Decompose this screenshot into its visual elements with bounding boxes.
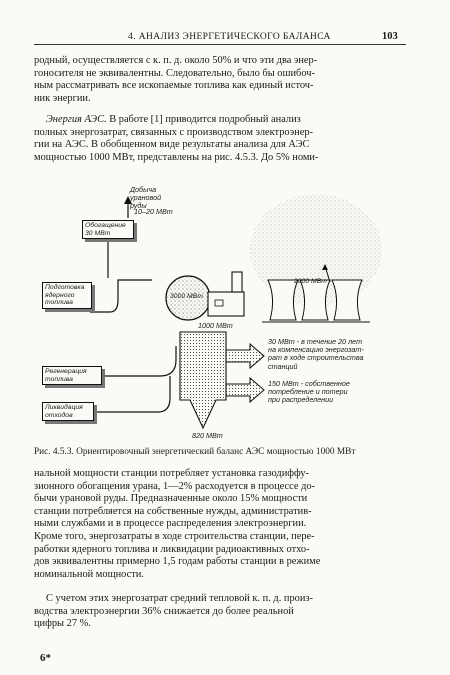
last-paragraph: С учетом этих энергозатрат средний тепло… xyxy=(34,593,406,631)
cooling-value: 2000 МВт xyxy=(294,278,327,285)
label-line: рат в ходе строительства xyxy=(268,353,364,363)
text-line: ным рассматривать все ископаемые топлива… xyxy=(34,80,314,92)
cooling-tower-2 xyxy=(299,279,331,321)
text-line: дов эквивалентны примерно 1,5 годам рабо… xyxy=(34,556,321,568)
text-line: номинальной мощности. xyxy=(34,568,144,580)
box-line: ядерного xyxy=(45,291,75,299)
box-line: Ликвидация xyxy=(45,404,83,411)
steam-cloud xyxy=(250,194,382,306)
bottom-paragraph: нальной мощности станции потребляет уста… xyxy=(34,468,406,581)
label-line: при распределении xyxy=(268,395,334,405)
figure-caption: Рис. 4.5.3. Ориентировочный энергетическ… xyxy=(34,447,356,457)
text-line: цифры 27 %. xyxy=(34,618,91,630)
text-line: Энергия АЭС. В работе [1] приводится под… xyxy=(34,114,406,127)
label-line: руды xyxy=(130,201,147,211)
text-run: В работе [1] приводится подробный анализ xyxy=(109,114,301,125)
box-line: топлива xyxy=(45,375,73,383)
reprocessing-box: Регенерация топлива xyxy=(42,366,102,386)
label-line: 150 МВт - собственное xyxy=(268,379,350,388)
header-rule xyxy=(34,44,406,45)
construction-flow-label: 30 МВт - в течение 20 лет на компенсацию… xyxy=(268,337,364,371)
text-line: ными службами и в процессе распределения… xyxy=(34,518,307,530)
box-line: Обогащение xyxy=(85,222,126,229)
text-line: Кроме того, энергозатраты в ходе строите… xyxy=(34,530,315,542)
text-line: мощностью 1000 МВт, представлены на рис.… xyxy=(34,151,319,163)
label-line: станций xyxy=(268,361,298,371)
mining-flow-value: 10–20 МВт xyxy=(134,207,173,216)
side-output-arrow-1 xyxy=(225,342,265,370)
fuel-prep-box: Подготовка ядерного топлива xyxy=(42,282,92,309)
text-line: станции потребляется на собственные нужд… xyxy=(34,505,312,517)
side-output-arrow-2 xyxy=(225,376,265,404)
page-number: 103 xyxy=(382,31,398,42)
paragraph-lead: Энергия АЭС. xyxy=(46,114,107,125)
aes-paragraph: Энергия АЭС. В работе [1] приводится под… xyxy=(34,114,406,164)
box-line: топлива xyxy=(45,299,73,307)
label-line: урановой xyxy=(130,193,162,203)
mining-label: Добыча урановой руды xyxy=(130,185,162,211)
box-line: Регенерация xyxy=(45,368,87,375)
own-use-flow-label: 150 МВт - собственное потребление и поте… xyxy=(268,379,350,405)
text-line: зионного обогащения урана, 1—2% расходуе… xyxy=(34,480,316,492)
signature-mark: 6* xyxy=(40,652,51,664)
turbine-hall xyxy=(207,291,245,317)
text-line: С учетом этих энергозатрат средний тепло… xyxy=(46,593,313,604)
box-line: отходов xyxy=(45,411,73,419)
fuel-supply-pipe xyxy=(90,279,152,313)
label-line: на компенсацию энергозат- xyxy=(268,345,364,355)
text-line: водства электроэнергии 36% снижается до … xyxy=(34,605,294,617)
figure-drawing xyxy=(90,194,382,430)
box-line: 30 МВт xyxy=(85,229,111,237)
text-line: ник энергии. xyxy=(34,92,91,104)
energy-balance-figure: Добыча урановой руды 10–20 МВт Обогащени… xyxy=(30,180,420,442)
reactor-value: 3000 МВт xyxy=(170,293,203,300)
reprocessing-pipe xyxy=(102,346,177,377)
label-line: потребление и потери xyxy=(268,387,348,397)
waste-liquidation-box: Ликвидация отходов xyxy=(42,402,94,422)
text-line: полных энергозатрат, связанных с произво… xyxy=(34,126,313,138)
label-line: 30 МВт - в течение 20 лет xyxy=(268,337,363,346)
label-line: Добыча xyxy=(130,185,157,194)
net-output-value: 820 МВт xyxy=(192,431,223,440)
cooling-tower-1 xyxy=(267,279,299,321)
text-line: работки ядерного топлива и ликвидации ра… xyxy=(34,543,310,555)
waste-pipe xyxy=(90,376,171,413)
main-output-value: 1000 МВт xyxy=(198,321,233,330)
top-paragraph: родный, осуществляется с к. п. д. около … xyxy=(34,55,406,105)
text-line: нальной мощности станции потребляет уста… xyxy=(34,468,310,479)
cooling-tower-3 xyxy=(331,279,363,321)
text-line: гоносителя не эквивалентны. Следовательн… xyxy=(34,67,315,79)
text-line: родный, осуществляется с к. п. д. около … xyxy=(34,55,318,66)
text-line: бычи урановой руды. Предназначенные окол… xyxy=(34,493,308,505)
text-line: гии на АЭС. В обобщенном виде результаты… xyxy=(34,139,310,151)
main-output-arrow xyxy=(179,331,227,430)
enrichment-box: Обогащение 30 МВт xyxy=(82,220,134,240)
running-title: 4. АНАЛИЗ ЭНЕРГЕТИЧЕСКОГО БАЛАНСА xyxy=(128,32,331,42)
box-line: Подготовка xyxy=(45,284,85,291)
